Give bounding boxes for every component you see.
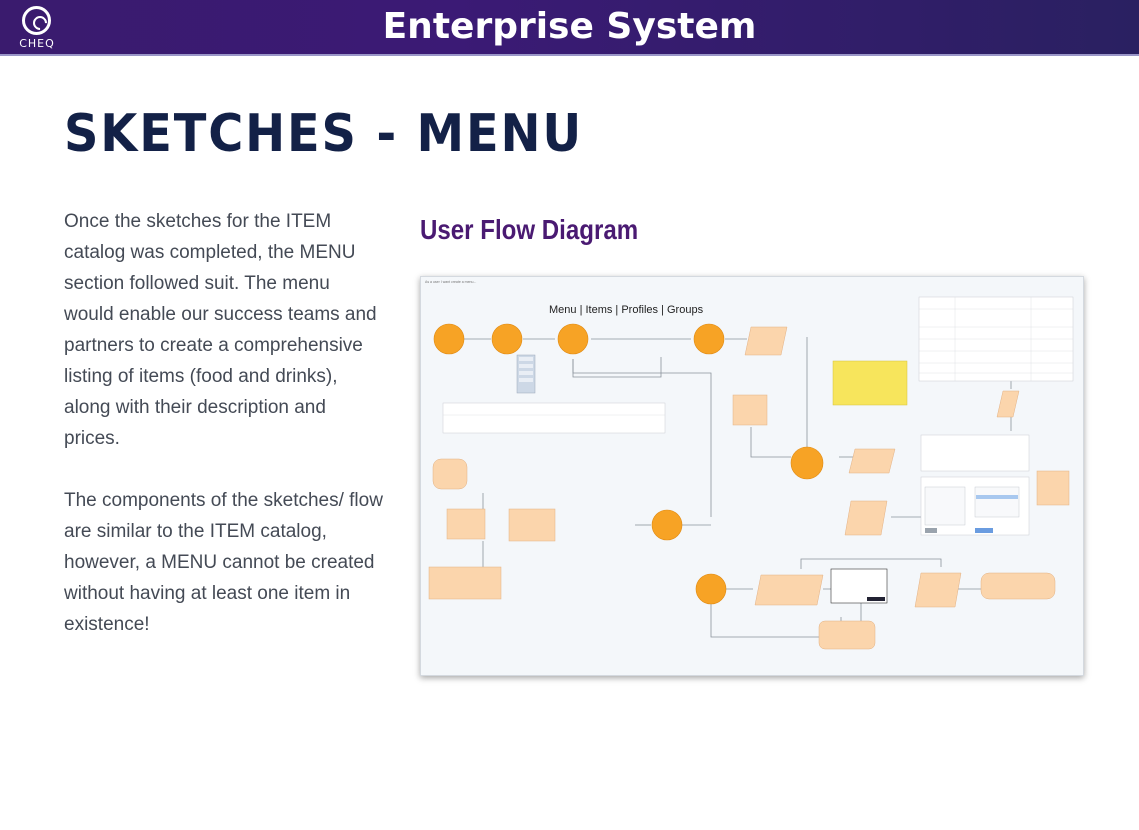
flow-diagram-svg: As a user I want create a menu... Menu |… — [425, 280, 1074, 650]
description: Once the sketches for the ITEM catalog w… — [64, 206, 384, 640]
header-bar: CHEQ Enterprise System — [0, 0, 1139, 56]
process-circles — [433, 323, 824, 605]
flow-box — [818, 620, 876, 650]
page-heading: SKETCHES - MENU — [64, 104, 584, 164]
flow-parallelogram — [844, 500, 888, 536]
flow-node-circle — [433, 323, 465, 355]
flow-box — [446, 508, 486, 540]
cheq-logo-icon — [22, 6, 51, 35]
flow-node-circle — [651, 509, 683, 541]
process-boxes — [428, 326, 1070, 650]
upload-dialog-sketch — [830, 568, 888, 604]
flow-node-circle — [790, 446, 824, 480]
flow-parallelogram — [848, 448, 896, 474]
diagram-title: User Flow Diagram — [420, 214, 639, 245]
flow-node-circle — [695, 573, 727, 605]
description-paragraph-1: Once the sketches for the ITEM catalog w… — [64, 211, 377, 449]
flow-node-circle — [491, 323, 523, 355]
flow-node-circle — [557, 323, 589, 355]
flow-box — [980, 572, 1056, 600]
flow-node-circle — [693, 323, 725, 355]
menu-list-table-sketch — [442, 402, 666, 434]
description-paragraph-2: The components of the sketches/ flow are… — [64, 490, 383, 635]
cheq-logo[interactable]: CHEQ — [18, 4, 56, 52]
flow-parallelogram — [996, 390, 1020, 418]
app-title: Enterprise System — [382, 6, 757, 47]
diagram-caption: As a user I want create a menu... — [425, 280, 476, 284]
flow-box — [732, 394, 768, 426]
flow-parallelogram — [914, 572, 962, 608]
logo-text: CHEQ — [19, 37, 55, 50]
flow-parallelogram — [754, 574, 824, 606]
flow-box — [1036, 470, 1070, 506]
item-picker-sketch — [920, 434, 1030, 536]
diagram-tabs-label: Menu | Items | Profiles | Groups — [549, 304, 704, 316]
flow-box — [508, 508, 556, 542]
field-table-sketch — [918, 296, 1074, 382]
sidebar-sketch — [516, 354, 536, 394]
flow-box — [428, 566, 502, 600]
user-flow-diagram: As a user I want create a menu... Menu |… — [420, 276, 1084, 676]
flow-parallelogram — [744, 326, 788, 356]
sticky-note — [832, 360, 908, 406]
flow-box — [432, 458, 468, 490]
